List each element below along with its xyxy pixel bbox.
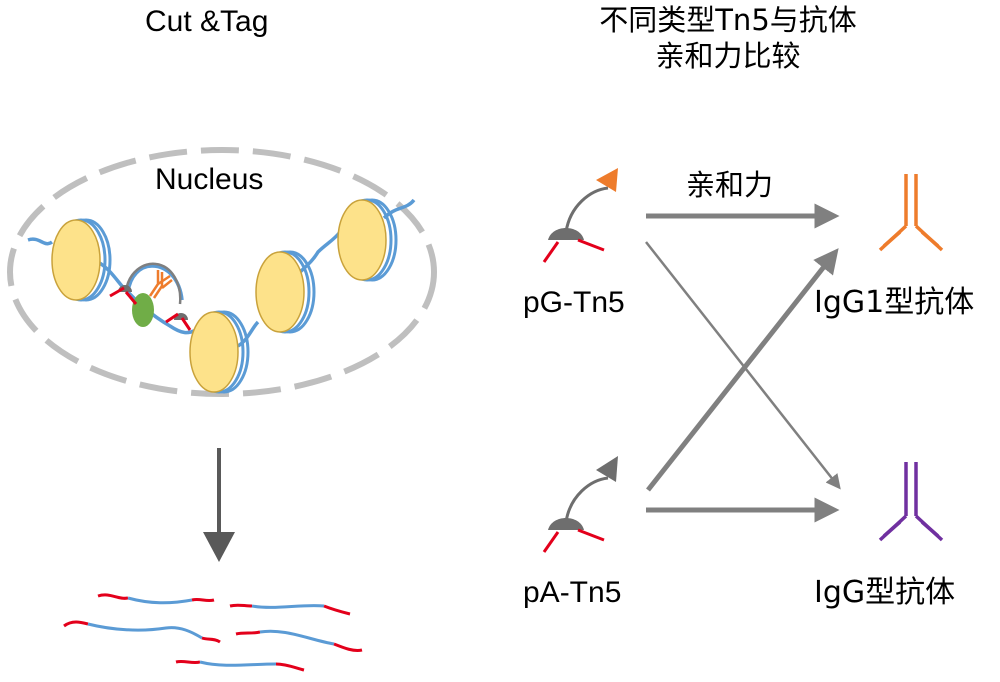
pa-tn5-label: pA-Tn5: [523, 576, 622, 609]
pg-tn5-enzyme: [542, 168, 618, 263]
igg1-antibody-icon: [878, 174, 944, 252]
dna-fragments: [63, 593, 363, 672]
nucleus-label: Nucleus: [155, 163, 264, 196]
igg-antibody-label: IgG型抗体: [814, 575, 956, 610]
tn5-complex: [109, 262, 192, 331]
target-protein: [132, 293, 154, 327]
antibody-small-icon: [148, 270, 173, 299]
cut-and-tag-title: Cut &Tag: [145, 5, 269, 38]
dna-fragment: [63, 620, 221, 644]
nucleus-boundary: [7, 147, 437, 397]
comparison-title: 不同类型Tn5与抗体 亲和力比较: [568, 2, 888, 75]
igg1-antibody-label: IgG1型抗体: [814, 285, 975, 320]
comparison-title-line1: 不同类型Tn5与抗体: [599, 3, 857, 37]
nucleosome: [51, 218, 112, 302]
dna-fragment: [235, 629, 363, 652]
arrow-pa-to-igg1: [646, 248, 839, 492]
pa-tn5-enzyme: [542, 456, 618, 553]
protein-a-tag-icon: [596, 456, 618, 482]
nucleosome: [337, 198, 398, 282]
nucleosome: [189, 310, 250, 394]
arrow-pg-to-igg: [645, 241, 841, 490]
affinity-arrows: [645, 203, 841, 523]
dna-fragment: [97, 593, 215, 605]
process-arrow: [203, 448, 235, 562]
igg-antibody-icon: [878, 462, 944, 542]
protein-g-tag-icon: [596, 168, 618, 192]
dna-fragment: [175, 659, 305, 672]
nucleosome: [255, 250, 316, 334]
affinity-label: 亲和力: [686, 168, 774, 202]
comparison-title-line2: 亲和力比较: [655, 39, 801, 74]
pg-tn5-label: pG-Tn5: [523, 286, 625, 319]
dna-fragment: [229, 603, 351, 616]
